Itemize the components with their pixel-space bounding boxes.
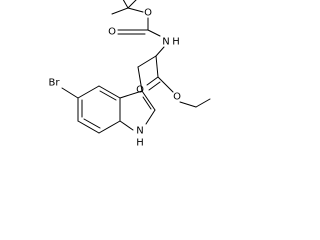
bond xyxy=(179,101,197,108)
boc-carbonyl-oxygen-label: O xyxy=(108,27,116,38)
bond xyxy=(122,0,129,9)
bond xyxy=(127,7,144,13)
indole-benzene-ring xyxy=(77,85,121,134)
bond xyxy=(77,85,100,99)
boc-ether-oxygen-label: O xyxy=(144,8,152,19)
amino-acid-backbone xyxy=(137,55,211,108)
bromine-label: Br xyxy=(49,78,61,89)
double-bond-inner xyxy=(83,118,101,129)
bond xyxy=(119,90,143,99)
bond xyxy=(145,109,156,125)
indole-pyrrole-ring xyxy=(119,90,156,131)
bond xyxy=(146,76,159,86)
bond xyxy=(111,7,129,15)
bond xyxy=(127,0,137,9)
chemical-structure-diagram: Br N H N H O O O O xyxy=(49,0,211,149)
bond xyxy=(137,66,143,92)
ester-carbonyl-oxygen-label: O xyxy=(136,85,144,96)
bond xyxy=(157,76,174,93)
structure-canvas: Br N H N H O O O O xyxy=(49,0,211,149)
bond xyxy=(141,90,156,111)
double-bond-inner xyxy=(99,90,117,101)
bond xyxy=(98,120,121,134)
ring-nitrogen-label: N xyxy=(136,126,143,137)
bond xyxy=(155,46,165,57)
bond-c-br xyxy=(61,87,79,99)
amide-hydrogen-label: H xyxy=(172,37,180,48)
ester-ether-oxygen-label: O xyxy=(173,92,181,103)
bond xyxy=(119,120,134,131)
amide-nitrogen-label: N xyxy=(162,37,169,48)
ring-hydrogen-label: H xyxy=(136,138,144,149)
bond xyxy=(137,55,157,68)
double-bond-inner xyxy=(142,96,152,110)
bond xyxy=(77,120,100,134)
boc-protecting-group xyxy=(111,0,165,57)
bond xyxy=(98,85,121,99)
bond xyxy=(155,55,159,78)
double-bond-inner xyxy=(148,81,161,91)
bond xyxy=(195,98,211,108)
bond xyxy=(147,29,161,37)
